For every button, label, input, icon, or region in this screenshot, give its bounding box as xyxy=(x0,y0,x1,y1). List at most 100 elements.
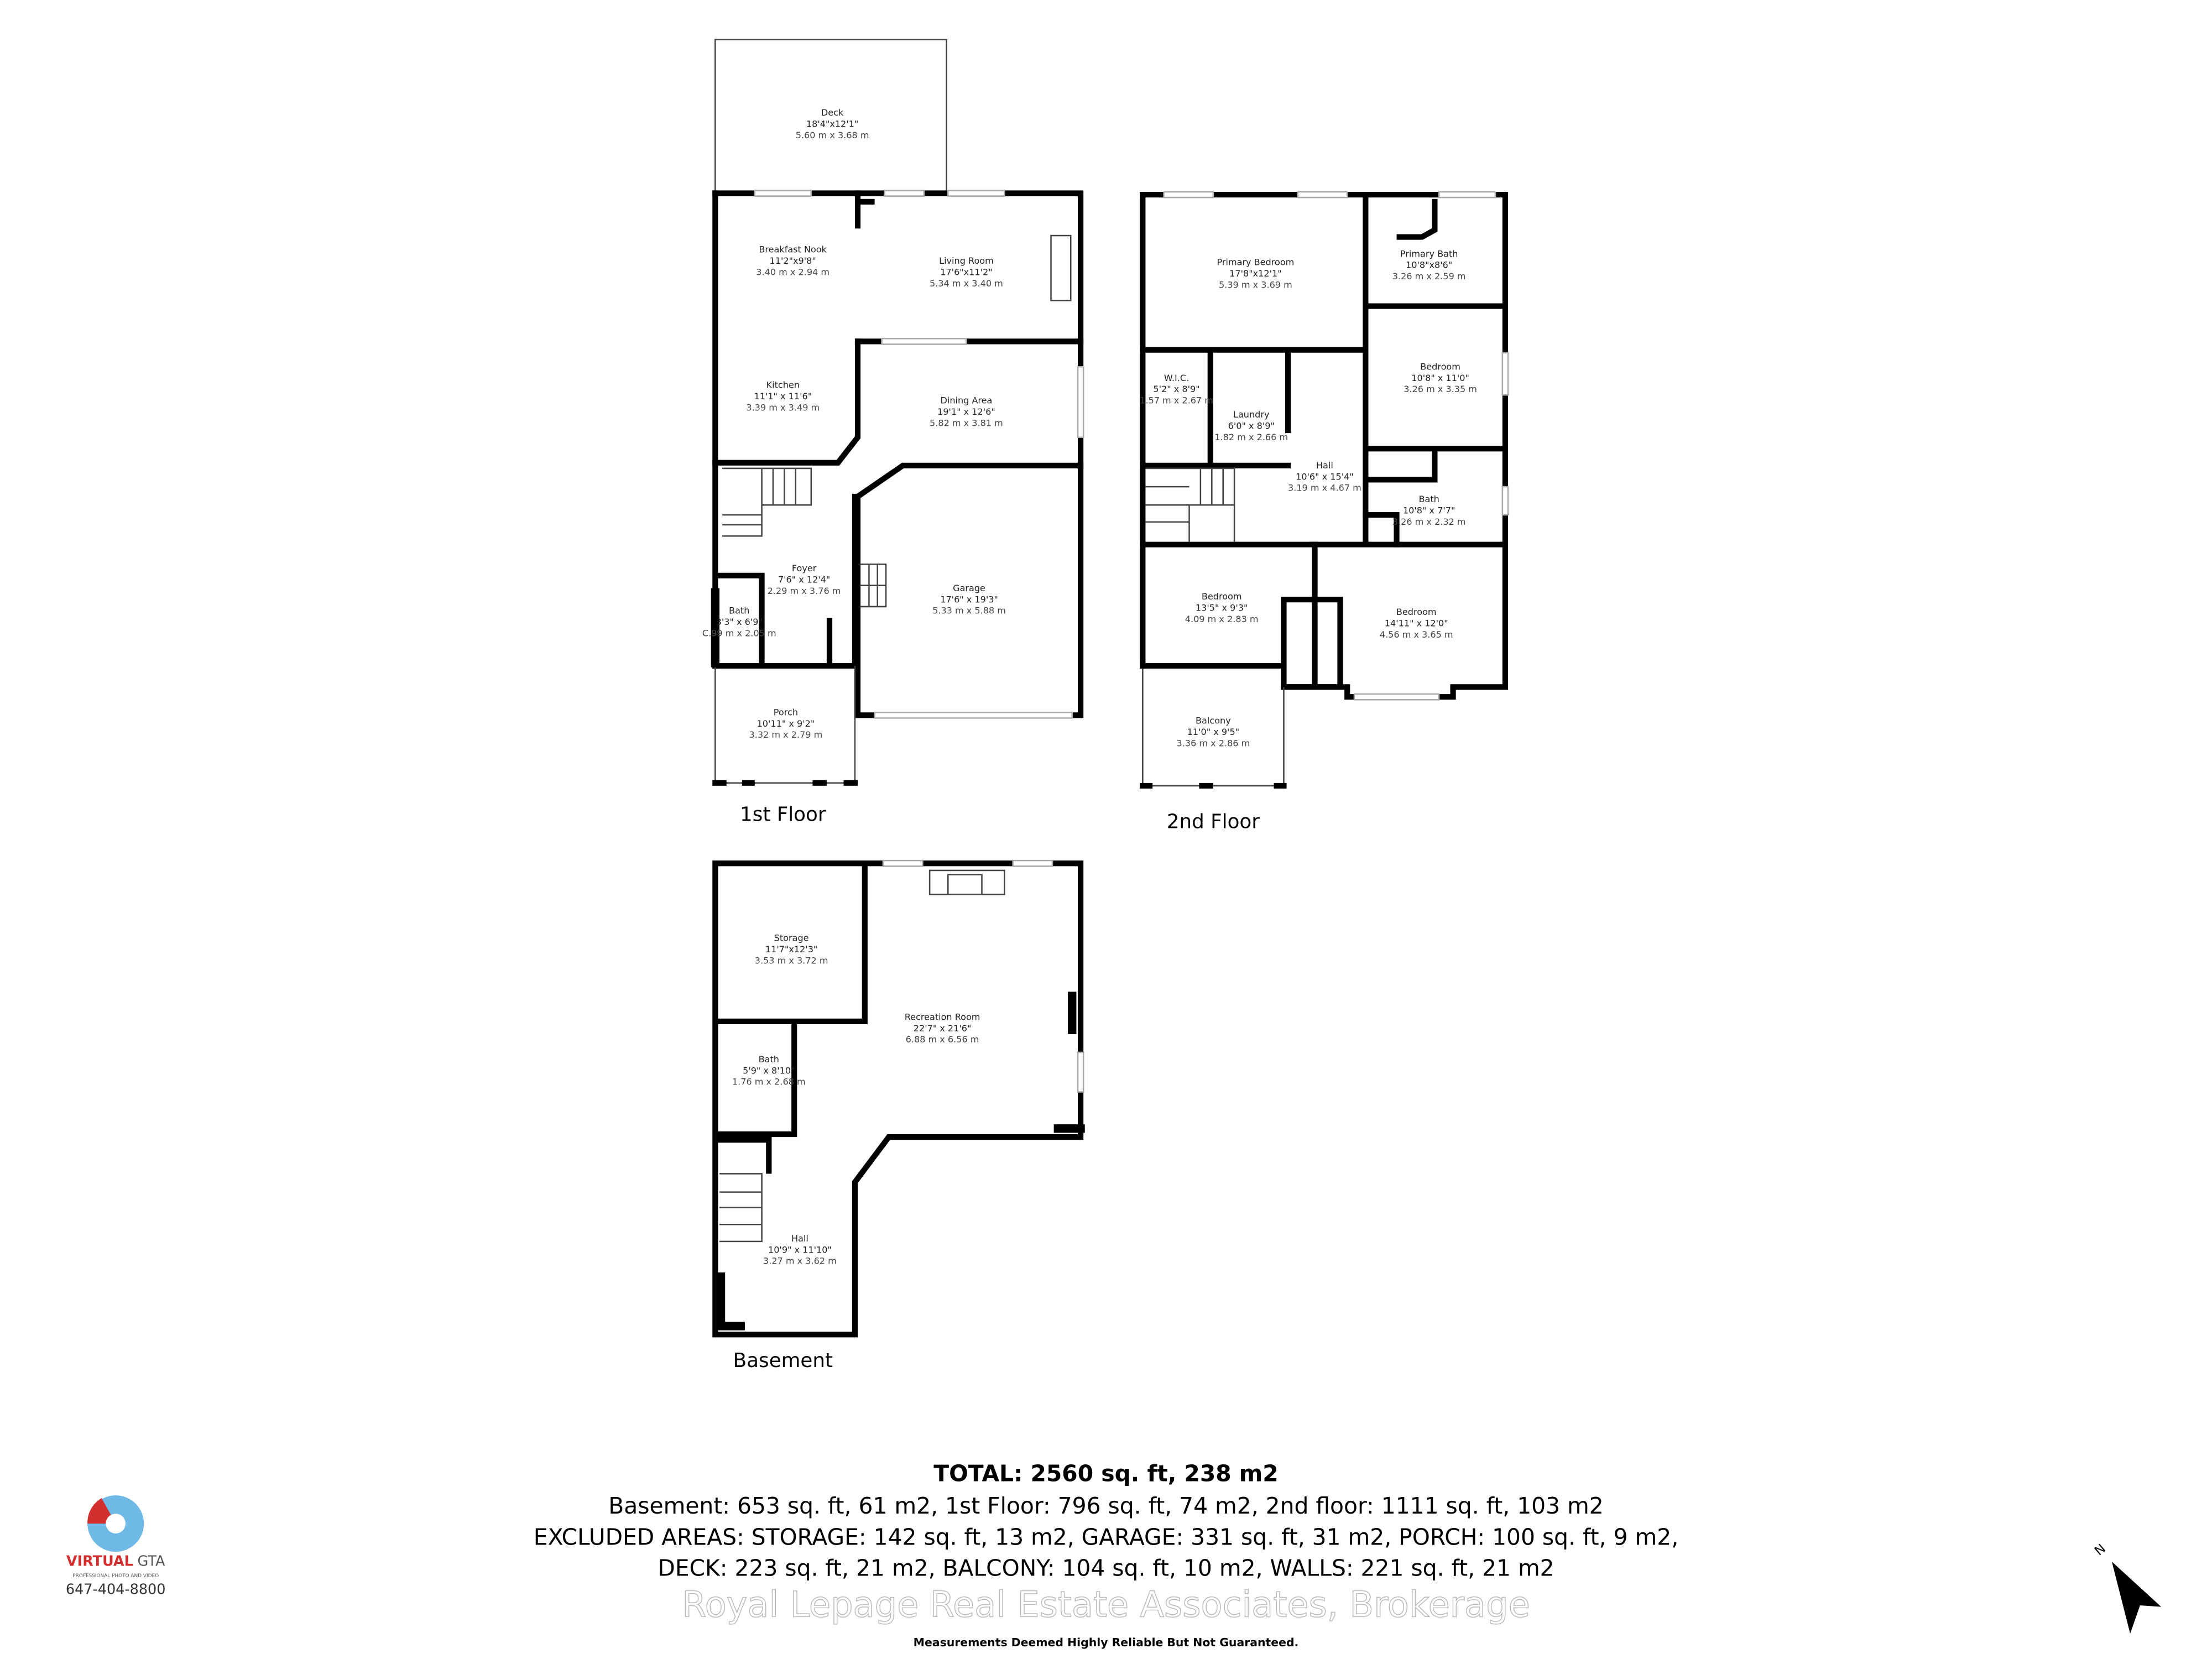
room-label-line: W.I.C. xyxy=(1164,373,1189,383)
room-label-line: Primary Bedroom xyxy=(1217,257,1294,268)
room-label-line: 7'6" x 12'4" xyxy=(778,575,830,585)
floor-label-first: 1st Floor xyxy=(740,804,826,826)
logo-phone: 647-404-8800 xyxy=(66,1582,166,1598)
room-label-line: Bath xyxy=(759,1054,779,1065)
room-label-line: 4.09 m x 2.83 m xyxy=(1185,614,1259,624)
room-label-line: 4.56 m x 3.65 m xyxy=(1380,629,1453,640)
room-label-line: 18'4"x12'1" xyxy=(806,119,858,129)
room-label-line: 10'8" x 7'7" xyxy=(1403,505,1455,516)
room-label-line: C.99 m x 2.05 m xyxy=(702,628,776,639)
logo-tagline: PROFESSIONAL PHOTO AND VIDEO xyxy=(72,1573,159,1579)
brokerage-watermark: Royal Lepage Real Estate Associates, Bro… xyxy=(682,1584,1530,1625)
room-label-line: 5.82 m x 3.81 m xyxy=(930,418,1003,428)
room-label-line: 5.33 m x 5.88 m xyxy=(932,606,1006,616)
room-label-line: 5.60 m x 3.68 m xyxy=(796,130,869,140)
room-label-line: Storage xyxy=(774,933,809,943)
room-label-line: 17'6" x 19'3" xyxy=(940,594,998,604)
room-label-line: Garage xyxy=(953,583,985,593)
north-arrow: N xyxy=(2092,1541,2162,1634)
basement-plan xyxy=(712,859,1085,1338)
room-label-line: 3'3" x 6'9" xyxy=(716,617,763,627)
room-label-line: 11'7"x12'3" xyxy=(765,944,817,954)
room-label-line: 14'11" x 12'0" xyxy=(1385,618,1448,629)
room-label-line: 5.39 m x 3.69 m xyxy=(1219,279,1292,290)
room-label-line: Porch xyxy=(774,707,798,717)
room-label-line: 10'8" x 11'0" xyxy=(1411,373,1469,383)
room-label-line: Hall xyxy=(791,1233,808,1244)
room-label-line: 11'2"x9'8" xyxy=(770,255,816,266)
room-label-line: 19'1" x 12'6" xyxy=(937,406,995,417)
room-label-line: 6.88 m x 6.56 m xyxy=(906,1034,979,1045)
first-floor-plan xyxy=(711,39,1084,786)
room-label-line: Kitchen xyxy=(766,380,800,390)
room-label-line: 17'8"x12'1" xyxy=(1229,268,1281,279)
room-label-line: Bedroom xyxy=(1420,361,1460,372)
room-label-line: 10'6" x 15'4" xyxy=(1296,471,1354,482)
room-label-line: Breakfast Nook xyxy=(759,244,827,255)
room-label-line: 10'9" x 11'10" xyxy=(768,1244,832,1255)
excluded-areas: EXCLUDED AREAS: STORAGE: 142 sq. ft, 13 … xyxy=(534,1524,1678,1550)
room-label-line: 11'0" x 9'5" xyxy=(1187,727,1239,737)
room-label-line: 3.40 m x 2.94 m xyxy=(756,267,830,277)
room-label-line: 13'5" x 9'3" xyxy=(1196,603,1248,613)
disclaimer: Measurements Deemed Highly Reliable But … xyxy=(914,1636,1299,1649)
second-floor-plan xyxy=(1140,191,1509,789)
room-label-line: 3.53 m x 3.72 m xyxy=(755,955,828,966)
room-label-line: 3.26 m x 2.32 m xyxy=(1392,517,1466,527)
room-label-line: Bedroom xyxy=(1396,607,1437,617)
room-label-line: 3.32 m x 2.79 m xyxy=(749,729,823,740)
north-label: N xyxy=(2092,1541,2109,1558)
room-label-wic: W.I.C.5'2" x 8'9"1.57 m x 2.67 m xyxy=(1140,373,1213,406)
area-summary: TOTAL: 2560 sq. ft, 238 m2 Basement: 653… xyxy=(534,1460,1678,1649)
room-label-line: 1.82 m x 2.66 m xyxy=(1214,432,1288,442)
room-label-line: 3.39 m x 3.49 m xyxy=(746,402,820,413)
room-label-line: 11'1" x 11'6" xyxy=(754,391,812,401)
room-label-line: Bedroom xyxy=(1202,591,1242,602)
room-label-line: 5.34 m x 3.40 m xyxy=(930,278,1003,289)
north-arrow-icon xyxy=(2111,1561,2162,1634)
room-label-line: 17'6"x11'2" xyxy=(940,267,992,277)
room-label-line: Balcony xyxy=(1196,716,1231,726)
total-area: TOTAL: 2560 sq. ft, 238 m2 xyxy=(933,1460,1278,1487)
room-label-line: Living Room xyxy=(939,255,994,266)
room-label-line: 10'11" x 9'2" xyxy=(757,718,815,729)
room-label-line: 1.76 m x 2.68 m xyxy=(732,1077,806,1087)
floor-label-basement: Basement xyxy=(733,1349,833,1372)
room-label-line: 3.19 m x 4.67 m xyxy=(1288,483,1361,493)
room-label-line: Primary Bath xyxy=(1400,248,1458,259)
room-label-line: 22'7" x 21'6" xyxy=(914,1023,972,1034)
room-label-line: 3.26 m x 3.35 m xyxy=(1404,384,1477,394)
room-label-line: 6'0" x 8'9" xyxy=(1228,421,1275,431)
room-label-line: 1.57 m x 2.67 m xyxy=(1140,395,1213,406)
room-label-line: 5'2" x 8'9" xyxy=(1153,384,1199,394)
room-label-line: Bath xyxy=(1419,494,1439,504)
room-label-line: Foyer xyxy=(792,563,817,573)
logo-brand-b: GTA xyxy=(138,1553,165,1570)
room-label-line: Laundry xyxy=(1233,409,1270,420)
